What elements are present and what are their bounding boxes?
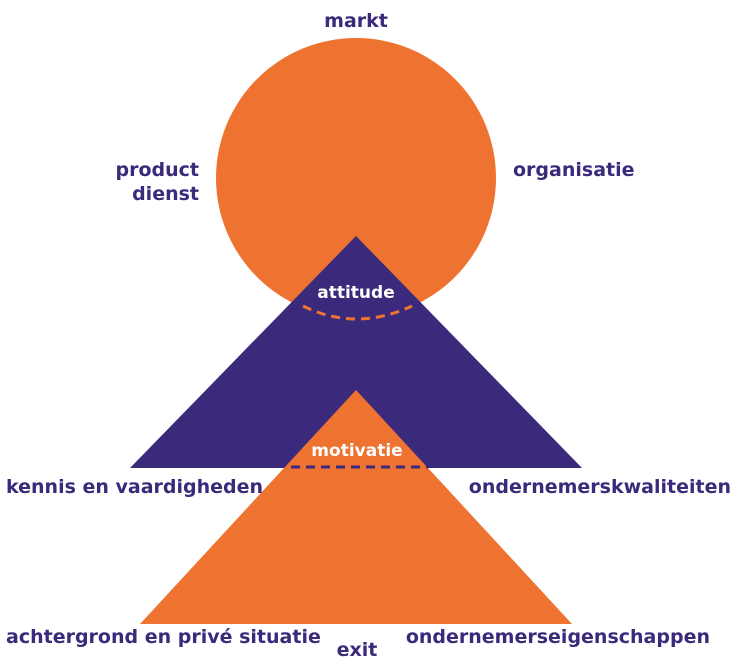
achtergrond-label: achtergrond en privé situatie bbox=[6, 626, 321, 648]
background-triangle bbox=[140, 390, 572, 624]
product-label: product bbox=[116, 159, 200, 181]
attitude-label: attitude bbox=[317, 283, 394, 303]
dienst-label: dienst bbox=[132, 183, 199, 205]
ondernemerskwaliteiten-label: ondernemerskwaliteiten bbox=[469, 476, 731, 498]
competencies-triangle bbox=[130, 236, 582, 468]
ondernemerseigenschappen-label: ondernemerseigenschappen bbox=[406, 626, 710, 648]
motivatie-label: motivatie bbox=[311, 441, 402, 461]
market-circle bbox=[216, 38, 496, 318]
markt-label: markt bbox=[324, 10, 388, 32]
exit-label: exit bbox=[337, 639, 378, 661]
kennis-label: kennis en vaardigheden bbox=[6, 476, 263, 498]
organisatie-label: organisatie bbox=[513, 159, 635, 181]
